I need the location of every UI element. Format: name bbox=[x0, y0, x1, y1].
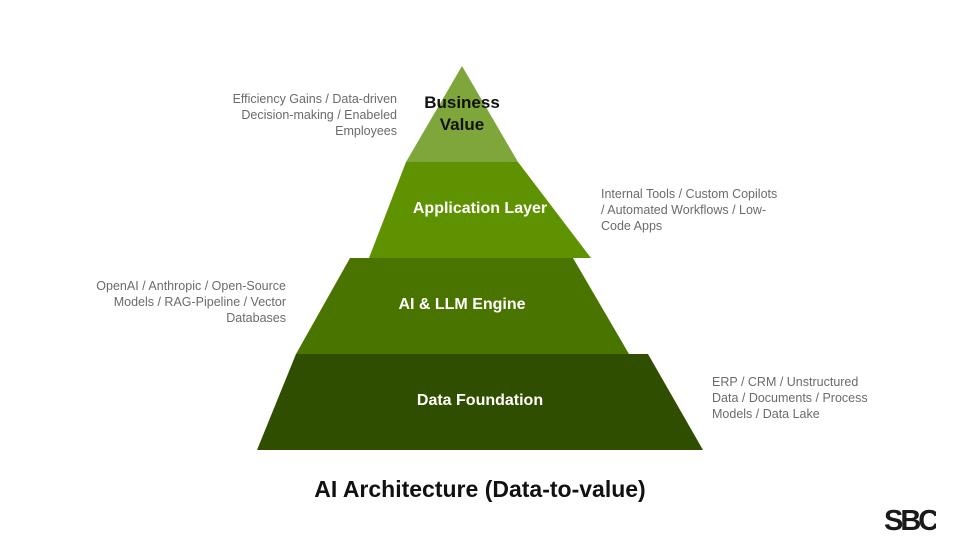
slide-title: AI Architecture (Data-to-value) bbox=[314, 476, 646, 502]
layer-label-application: Application Layer bbox=[412, 200, 548, 217]
note-ai-llm-engine: OpenAI / Anthropic / Open-Source Models … bbox=[96, 279, 286, 325]
svg-text:SBC: SBC bbox=[884, 505, 936, 534]
layer-label-business-value: Business Value bbox=[424, 93, 500, 134]
pyramid-layer-data-foundation bbox=[257, 354, 703, 450]
pyramid-layer-business-value bbox=[406, 66, 518, 162]
note-application: Internal Tools / Custom Copilots / Autom… bbox=[601, 187, 778, 233]
note-business-value: Efficiency Gains / Data-driven Decision-… bbox=[232, 92, 397, 138]
layer-label-ai-llm-engine: AI & LLM Engine bbox=[398, 296, 526, 313]
layer-label-data-foundation: Data Foundation bbox=[416, 392, 544, 409]
pyramid-layer-application bbox=[369, 162, 591, 258]
sbc-logo: SBC bbox=[884, 505, 936, 534]
pyramid-layer-ai-llm-engine bbox=[296, 258, 629, 354]
note-data-foundation: ERP / CRM / Unstructured Data / Document… bbox=[712, 375, 868, 421]
